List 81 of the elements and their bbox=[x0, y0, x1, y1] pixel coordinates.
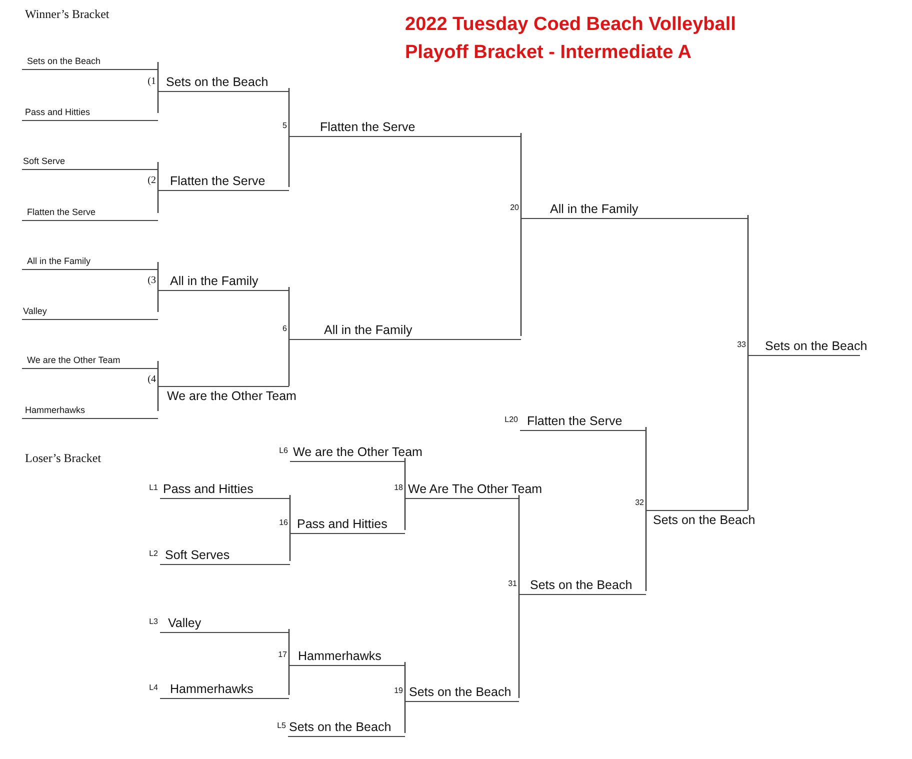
team-name: Flatten the Serve bbox=[319, 121, 416, 135]
bracket-connector bbox=[747, 215, 749, 353]
match-number: L4 bbox=[148, 683, 158, 692]
team-name: Flatten the Serve bbox=[526, 415, 624, 429]
match-number: 17 bbox=[277, 650, 287, 659]
team-name: Sets on the Beach bbox=[26, 57, 102, 67]
bracket-connector bbox=[157, 162, 159, 188]
team-name: Soft Serve bbox=[22, 157, 66, 167]
team-name: Pass and Hitties bbox=[162, 483, 254, 497]
team-name: Valley bbox=[167, 617, 202, 631]
bracket-connector bbox=[157, 385, 159, 411]
bracket-connector bbox=[157, 262, 159, 288]
match-number: L3 bbox=[148, 617, 158, 626]
team-name: Sets on the Beach bbox=[288, 721, 392, 735]
match-number: 5 bbox=[282, 121, 287, 130]
bracket-connector bbox=[288, 335, 290, 386]
team-name: We are the Other Team bbox=[292, 446, 424, 460]
bracket-connector bbox=[520, 133, 522, 216]
team-name: Hammerhawks bbox=[297, 650, 382, 664]
team-name: Pass and Hitties bbox=[296, 518, 388, 532]
bracket-connector bbox=[289, 529, 291, 561]
team-name: Sets on the Beach bbox=[652, 514, 756, 528]
team-name: Sets on the Beach bbox=[764, 340, 868, 354]
match-number: L20 bbox=[504, 415, 518, 424]
match-number: 19 bbox=[393, 686, 403, 695]
match-number: (3 bbox=[146, 275, 156, 286]
team-name: We are the Other Team bbox=[166, 390, 298, 404]
match-number: 16 bbox=[278, 518, 288, 527]
section-heading: Winner’s Bracket bbox=[25, 7, 110, 22]
match-number: 32 bbox=[634, 498, 644, 507]
team-name: Hammerhawks bbox=[24, 406, 86, 416]
team-name: All in the Family bbox=[323, 324, 414, 338]
team-name: We Are The Other Team bbox=[407, 483, 544, 497]
team-name: Flatten the Serve bbox=[26, 208, 97, 218]
bracket-connector bbox=[404, 697, 406, 733]
team-name: Valley bbox=[22, 307, 48, 317]
bracket-connector bbox=[404, 662, 406, 699]
team-name: Hammerhawks bbox=[169, 683, 254, 697]
team-name: Pass and Hitties bbox=[24, 108, 92, 118]
team-name: Soft Serves bbox=[164, 549, 231, 563]
team-name: Sets on the Beach bbox=[408, 686, 512, 700]
bracket-connector bbox=[157, 62, 159, 89]
bracket-connector bbox=[157, 87, 159, 113]
bracket-connector bbox=[645, 427, 647, 511]
match-number: 6 bbox=[282, 324, 287, 333]
bracket-connector bbox=[288, 287, 290, 337]
match-number: 33 bbox=[736, 340, 746, 349]
bracket-connector bbox=[404, 458, 406, 496]
match-number: (4 bbox=[146, 374, 156, 385]
match-number: L5 bbox=[276, 721, 286, 730]
match-number: 18 bbox=[393, 483, 403, 492]
match-number: (1 bbox=[146, 76, 156, 87]
team-name: All in the Family bbox=[26, 257, 92, 267]
team-name: We are the Other Team bbox=[26, 356, 122, 366]
team-name: Sets on the Beach bbox=[529, 579, 634, 593]
section-heading: Loser’s Bracket bbox=[25, 451, 102, 466]
bracket-connector bbox=[288, 661, 290, 695]
bracket-connector bbox=[518, 495, 520, 592]
match-number: L6 bbox=[278, 446, 288, 455]
bracket-connector bbox=[157, 286, 159, 312]
bracket-connector bbox=[520, 214, 522, 336]
bracket-connector bbox=[288, 629, 290, 663]
team-name: All in the Family bbox=[169, 275, 260, 289]
bracket-title: 2022 Tuesday Coed Beach Volleyball Playoff Bracket - Intermediate A bbox=[405, 13, 737, 65]
team-name: All in the Family bbox=[549, 203, 640, 217]
bracket-connector bbox=[157, 361, 159, 387]
bracket-connector bbox=[157, 186, 159, 213]
bracket-connector bbox=[518, 590, 520, 698]
match-number: L1 bbox=[148, 483, 158, 492]
bracket-connector bbox=[404, 494, 406, 530]
match-number: 20 bbox=[509, 203, 519, 212]
match-number: 31 bbox=[507, 579, 517, 588]
team-name: Sets on the Beach bbox=[165, 76, 270, 90]
bracket-connector bbox=[747, 351, 749, 510]
bracket-connector bbox=[288, 132, 290, 187]
team-name: Flatten the Serve bbox=[169, 175, 266, 189]
bracket-connector bbox=[288, 88, 290, 134]
bracket-connector bbox=[289, 495, 291, 531]
bracket-connector bbox=[645, 509, 647, 591]
match-number: L2 bbox=[148, 549, 158, 558]
match-number: (2 bbox=[146, 175, 156, 186]
